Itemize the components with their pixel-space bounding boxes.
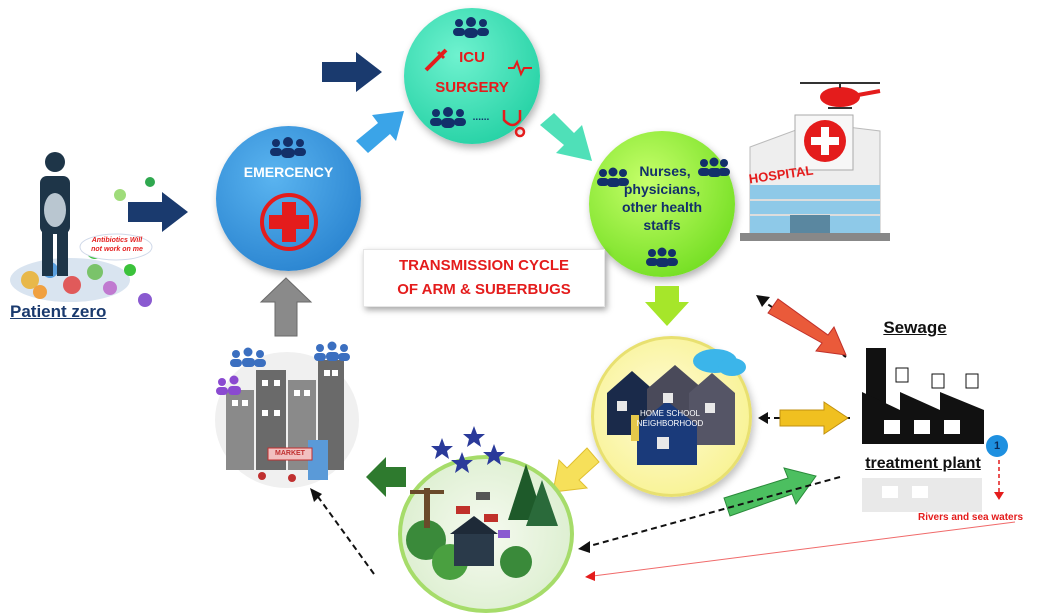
treatment-plant-label: treatment plant: [865, 455, 981, 472]
red-line-rivers-to-farm-icon: [585, 521, 1016, 581]
staff-label-line2: physicians,: [623, 181, 701, 197]
houses-icon: [607, 349, 746, 465]
arrow-to-icu-dark-icon: [322, 52, 382, 92]
arrow-staff-to-community-icon: [645, 286, 689, 326]
patient-zero-group: Antibiotics Will not work on me: [0, 140, 170, 340]
plant-reflection-icon: [862, 478, 982, 512]
arrow-sewage-up-icon: [756, 295, 847, 358]
syringe-icon: [424, 48, 448, 72]
people-icon: [430, 107, 466, 128]
factory-icon: [862, 348, 984, 444]
emergency-label: EMERCENCY: [243, 164, 334, 180]
patient-zero-label: Patient zero: [10, 302, 107, 321]
staff-label-line1: Nurses,: [639, 163, 691, 179]
diagram-title-box: TRANSMISSION CYCLE OF ARM & SUBERBUGS: [363, 249, 605, 307]
surgery-label: SURGERY: [435, 79, 509, 96]
sewage-label: Sewage: [883, 318, 947, 337]
people-icon: [270, 137, 306, 158]
people-icon: [453, 17, 489, 38]
people-icon: [698, 157, 730, 177]
icu-more-label: ......: [472, 112, 490, 123]
stethoscope-icon: [502, 110, 526, 138]
staff-label-line3: other health: [621, 199, 703, 215]
arrow-patient-to-emergency-icon: [128, 192, 188, 232]
icu-label: ICU: [459, 49, 485, 66]
people-icon: [646, 247, 678, 267]
plant-badge: 1: [986, 435, 1008, 457]
speech-bubble-line1: Antibiotics Will: [91, 237, 143, 244]
staff-label-line4: staffs: [643, 217, 681, 233]
red-cross-icon: [260, 193, 318, 251]
arrow-emergency-to-icu-icon: [356, 111, 404, 153]
arrow-farm-to-plant-icon: [723, 467, 817, 517]
community-label-line1: HOME SCHOOL: [639, 409, 700, 418]
arrow-icu-to-staff-icon: [540, 113, 592, 161]
title-line1: TRANSMISSION CYCLE: [398, 257, 569, 274]
speech-bubble-line2: not work on me: [91, 246, 143, 253]
farm-icon: [406, 426, 558, 580]
heartbeat-icon: [508, 59, 532, 77]
people-icon: [597, 167, 629, 187]
market-sign: MARKET: [275, 450, 305, 457]
arrow-farm-to-market-icon: [366, 457, 406, 497]
arrow-city-to-emergency-icon: [259, 277, 313, 337]
community-label-line2: NEIGHBORHOOD: [636, 419, 704, 428]
city-buildings-icon: [215, 341, 359, 488]
arrow-community-plant-icon: [758, 401, 854, 435]
dashed-arrow-to-market-icon: [310, 488, 375, 575]
title-line2: OF ARM & SUBERBUGS: [397, 281, 571, 298]
dashed-line-plant-to-farm-icon: [578, 476, 841, 553]
patient-figure-icon: [10, 152, 155, 307]
arrow-community-to-farm-icon: [552, 447, 600, 493]
arrow-down-to-rivers-icon: [994, 460, 1004, 500]
rivers-label: Rivers and sea waters: [918, 512, 1024, 523]
hospital-building-icon: [740, 82, 890, 241]
